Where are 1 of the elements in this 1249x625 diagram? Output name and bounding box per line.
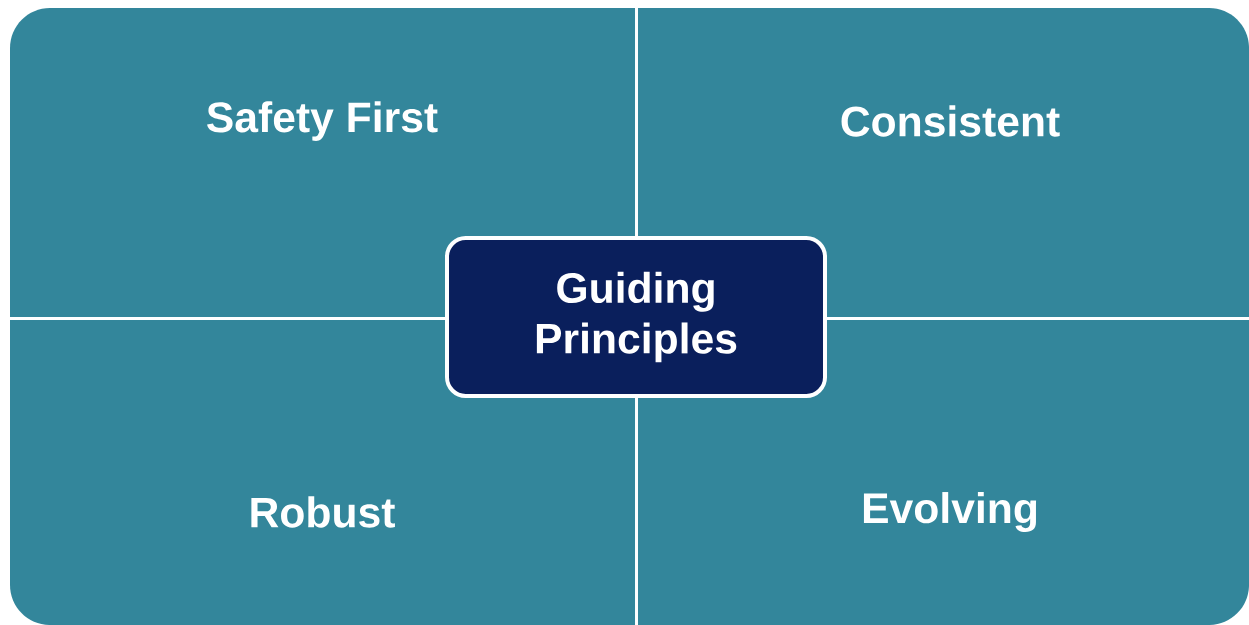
center-box: Guiding Principles bbox=[445, 236, 827, 398]
